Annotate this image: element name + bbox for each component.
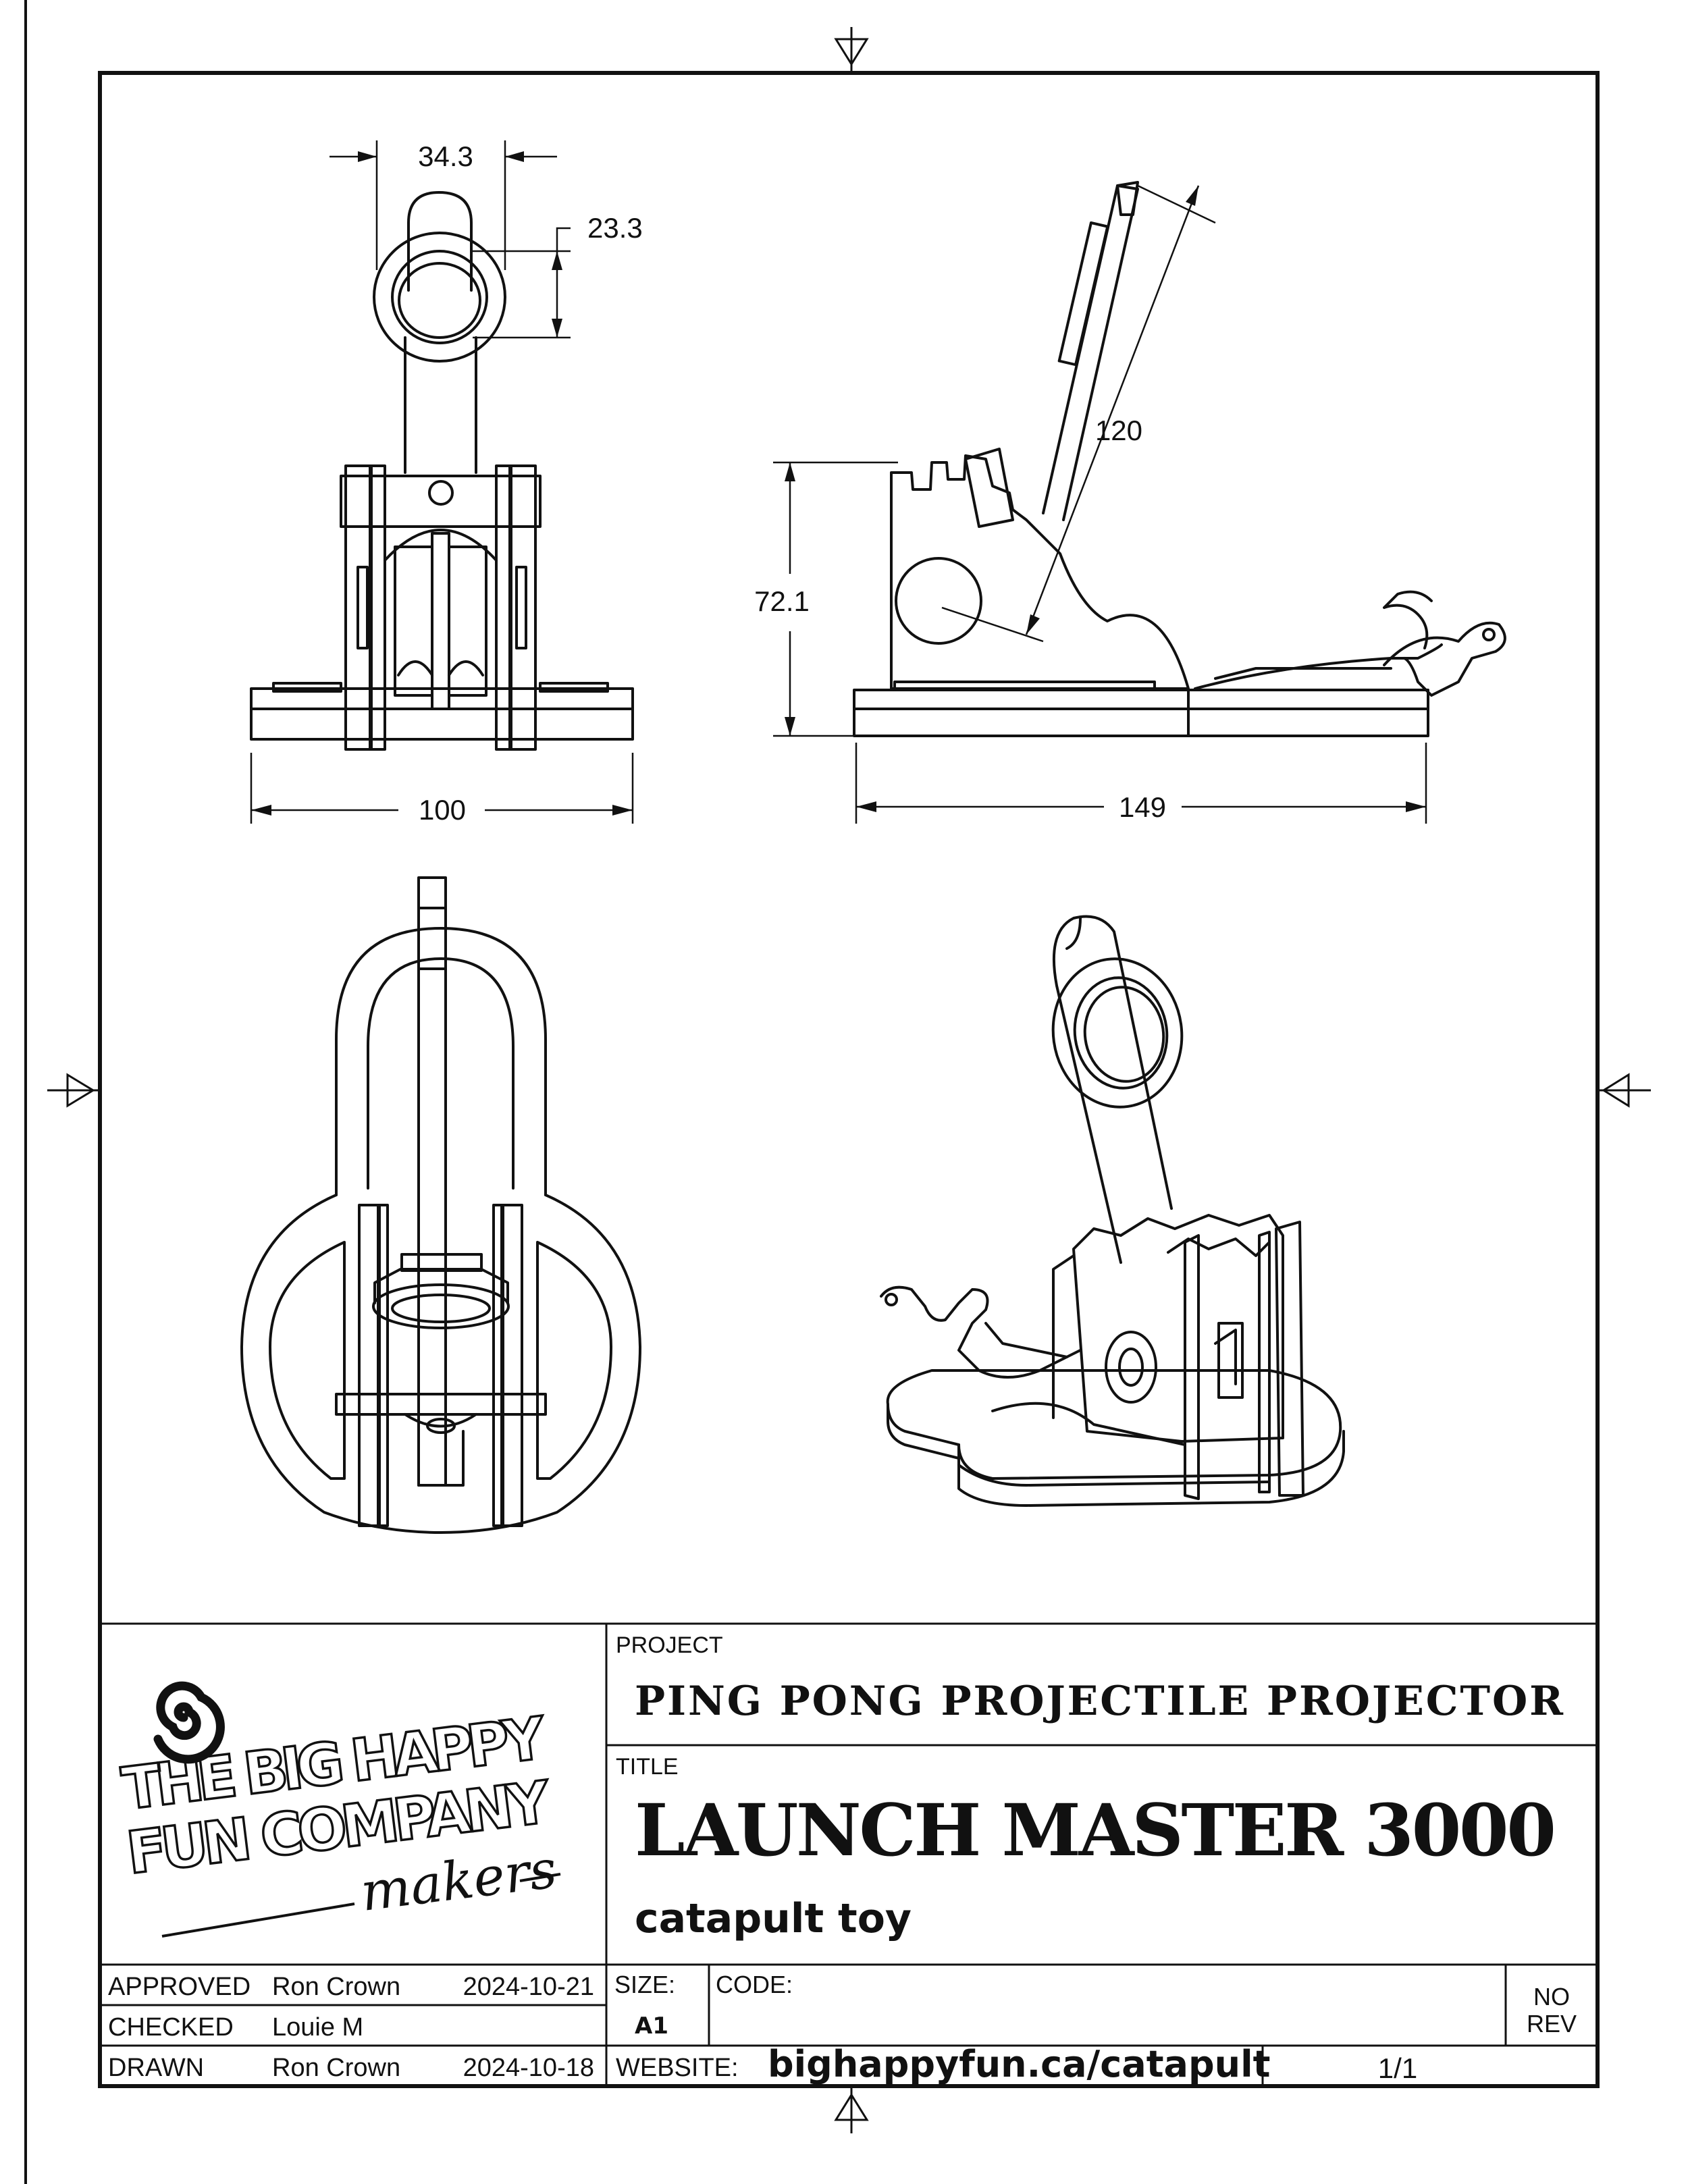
project-label: PROJECT — [616, 1632, 723, 1658]
rev-no: NO — [1533, 1983, 1570, 2010]
checked-name: Louie M — [272, 2013, 363, 2042]
dim-120: 120 — [1095, 415, 1142, 446]
logo-underline-left — [161, 1902, 355, 1938]
rev-label: REV — [1527, 2010, 1577, 2037]
side-dimensions — [773, 184, 1427, 824]
subtitle: catapult toy — [635, 1895, 912, 1942]
size-label: SIZE: — [614, 1971, 675, 1998]
drawn-name: Ron Crown — [272, 2054, 400, 2082]
front-view — [250, 191, 634, 751]
front-dimensions — [250, 140, 634, 824]
center-mark-bottom — [834, 2086, 869, 2133]
dim-23-3: 23.3 — [587, 212, 643, 244]
project-value: PING PONG PROJECTILE PROJECTOR — [635, 1678, 1564, 1725]
drawn-date: 2024-10-18 — [463, 2054, 594, 2082]
logo-underline-right — [519, 1873, 561, 1882]
code-label: CODE: — [716, 1971, 793, 1998]
dim-34-3: 34.3 — [418, 140, 473, 172]
dim-72-1: 72.1 — [754, 585, 810, 617]
title-value: LAUNCH MASTER 3000 — [635, 1788, 1556, 1872]
center-mark-right — [1598, 1073, 1651, 1108]
approved-name: Ron Crown — [272, 1973, 400, 2001]
sheet-number: 1/1 — [1378, 2052, 1417, 2084]
dim-100: 100 — [419, 794, 466, 826]
approved-label: APPROVED — [108, 1973, 250, 2001]
title-label: TITLE — [616, 1754, 679, 1780]
spiral-icon — [153, 1681, 225, 1764]
website-label: WEBSITE: — [616, 2054, 739, 2082]
drawn-label: DRAWN — [108, 2054, 204, 2082]
center-mark-top — [834, 27, 869, 73]
approved-date: 2024-10-21 — [463, 1973, 594, 2001]
isometric-view — [880, 915, 1345, 1507]
drawing-frame — [98, 71, 1600, 2088]
website-value[interactable]: bighappyfun.ca/catapult — [768, 2043, 1270, 2085]
size-value: A1 — [635, 2013, 668, 2040]
center-mark-left — [47, 1073, 100, 1108]
checked-label: CHECKED — [108, 2013, 234, 2042]
side-view — [853, 181, 1506, 737]
dim-149: 149 — [1119, 791, 1166, 823]
top-view — [240, 876, 641, 1534]
title-block-grid — [100, 1622, 1598, 2086]
